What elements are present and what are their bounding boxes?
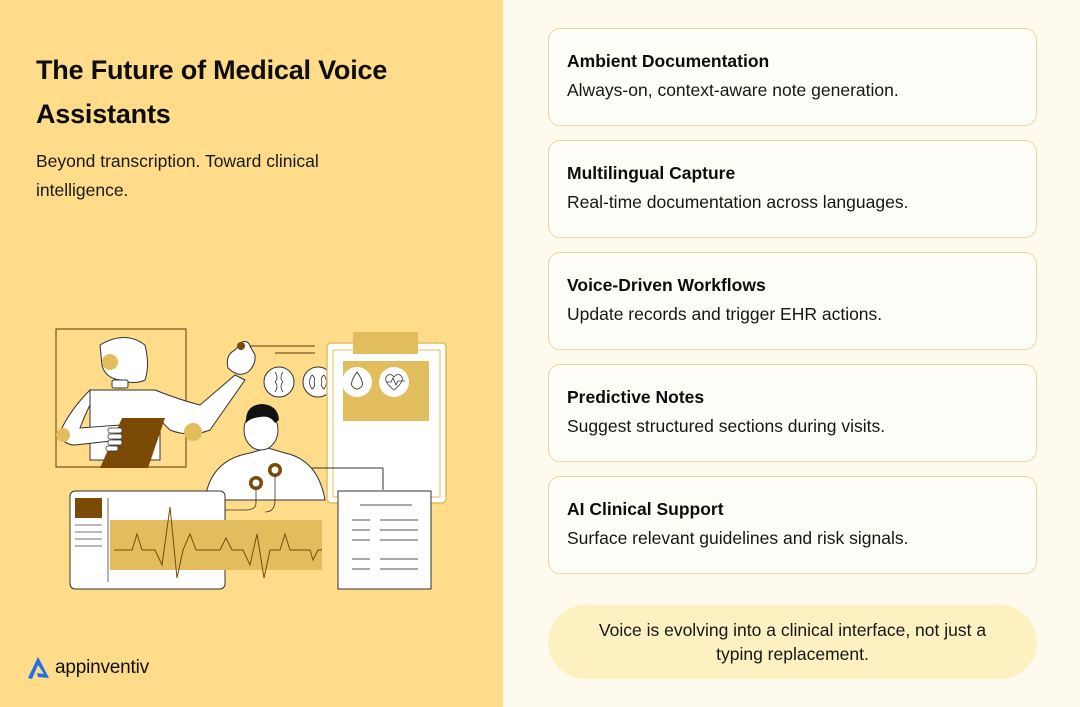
feature-description: Surface relevant guidelines and risk sig… [567,528,909,548]
robot-shoulder [56,428,70,442]
left-panel: The Future of Medical Voice Assistants B… [0,0,503,707]
feature-title: Ambient Documentation [567,51,770,71]
brand-logo[interactable]: appinventiv [24,654,149,682]
joint-icon [263,366,295,398]
feature-card-ambient-documentation: Ambient Documentation Always-on, context… [548,28,1037,126]
feature-title: Multilingual Capture [567,163,736,183]
feature-description: Real-time documentation across languages… [567,192,909,212]
robot-left-arm [59,388,121,446]
robot-elbow [184,423,202,441]
appinventiv-logo-icon [28,657,49,679]
medical-voice-assistant-illustration [55,328,447,590]
patient-hair [245,404,279,423]
feature-card-predictive-notes: Predictive Notes Suggest structured sect… [548,364,1037,462]
feature-card-ai-clinical-support: AI Clinical Support Surface relevant gui… [548,476,1037,574]
feature-card-multilingual-capture: Multilingual Capture Real-time documenta… [548,140,1037,238]
callout-text: Voice is evolving into a clinical interf… [598,620,987,664]
clipboard-clip [353,332,418,354]
robot-head [99,337,148,383]
blood-drop-icon [342,367,372,397]
brand-name: appinventiv [55,657,149,678]
feature-description: Suggest structured sections during visit… [567,416,886,436]
feature-description: Update records and trigger EHR actions. [567,304,883,324]
feature-description: Always-on, context-aware note generation… [567,80,899,100]
ecg-waveform [114,506,322,579]
robot-clipboard [100,418,165,468]
pointer-dot [237,342,245,350]
page-title: The Future of Medical Voice Assistants [36,55,388,129]
callout-banner: Voice is evolving into a clinical interf… [548,605,1037,679]
feature-card-voice-driven-workflows: Voice-Driven Workflows Update records an… [548,252,1037,350]
robot-neck [111,379,129,389]
feature-title: Predictive Notes [567,387,705,407]
feature-title: Voice-Driven Workflows [567,275,766,295]
robot-ear [102,354,118,370]
patient-body [204,447,326,501]
ecg-band [110,520,322,570]
heart-pulse-icon [379,367,409,397]
page-subtitle: Beyond transcription. Toward clinical in… [36,151,319,200]
feature-title: AI Clinical Support [567,499,724,519]
